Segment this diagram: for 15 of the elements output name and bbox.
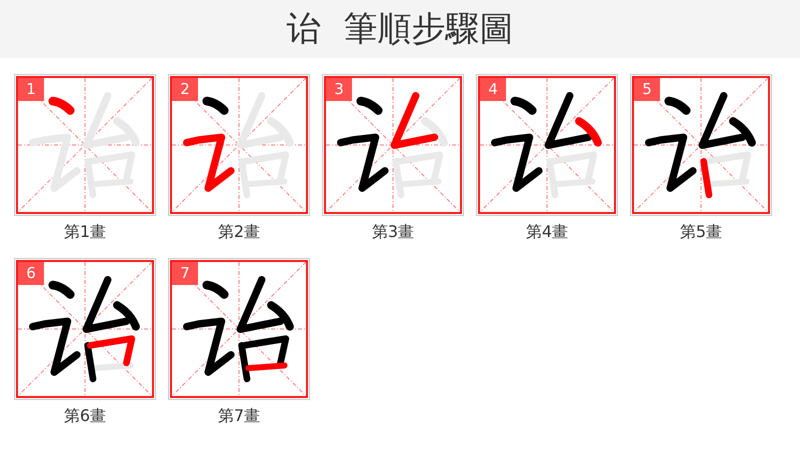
step-number: 4	[480, 78, 506, 101]
step-number: 2	[172, 78, 198, 101]
step-number: 1	[18, 78, 44, 101]
step-number: 3	[326, 78, 352, 101]
step-caption: 第4畫	[526, 222, 568, 242]
step-number: 6	[18, 262, 44, 285]
step-number: 5	[634, 78, 660, 101]
step-caption: 第6畫	[64, 406, 106, 426]
step-caption: 第5畫	[680, 222, 722, 242]
step-number: 7	[172, 262, 198, 285]
step-caption: 第3畫	[372, 222, 414, 242]
step-caption: 第1畫	[64, 222, 106, 242]
step-caption: 第2畫	[218, 222, 260, 242]
page-title: 诒 筆順步驟圖	[286, 8, 514, 50]
step-caption: 第7畫	[218, 406, 260, 426]
